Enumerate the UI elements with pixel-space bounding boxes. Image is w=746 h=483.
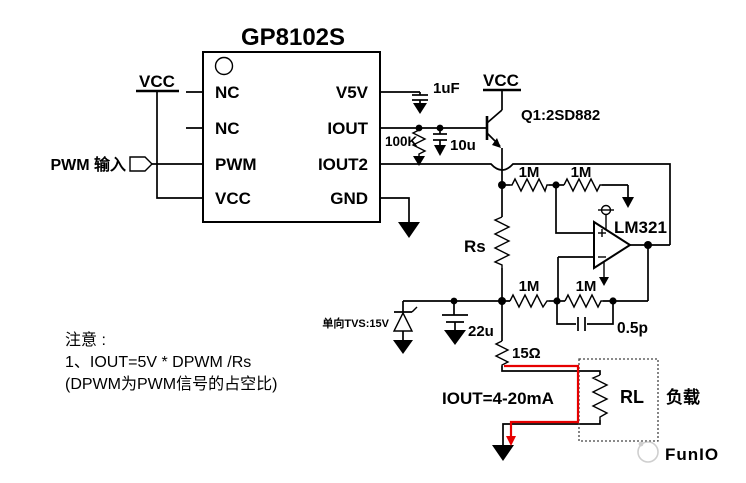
cap-22u-label: 22u (468, 323, 494, 340)
resistor-rl (591, 374, 609, 420)
resistor-1m-label: 1M (519, 164, 540, 181)
opamp-lm321: LM321 (555, 185, 670, 301)
iout-current-path (504, 364, 580, 446)
resistor-1m (509, 293, 549, 309)
funio-logo-icon (637, 441, 659, 463)
pin-pwm: PWM (215, 155, 257, 174)
ground-icon (492, 445, 514, 461)
top-1m-divider: 1M 1M (498, 164, 634, 208)
bottom-1m-feedback: 1M 1M 0.5p (403, 245, 649, 337)
gnd-wire (380, 197, 410, 222)
pin-gnd: GND (330, 189, 368, 208)
resistor-1m-label: 1M (571, 164, 592, 181)
cap-1uf: 1uF (380, 80, 460, 114)
note-title: 注意 : (65, 330, 106, 349)
pin-nc1: NC (215, 83, 240, 102)
resistor-rs-label: Rs (464, 237, 486, 256)
pin-nc2: NC (215, 119, 240, 138)
vcc-left-rail: VCC (136, 72, 203, 199)
vcc-left-label: VCC (139, 72, 175, 91)
resistor-1m (563, 177, 602, 193)
pin-iout2: IOUT2 (318, 155, 368, 174)
ic-body (202, 51, 381, 223)
cap-05p-label: 0.5p (617, 320, 648, 337)
pwm-connector-icon (129, 156, 153, 172)
resistor-100k (411, 129, 427, 156)
load-label: 负载 (666, 387, 700, 407)
output-load: 15Ω RL 负载 (492, 301, 700, 461)
pin-v5v: V5V (336, 83, 369, 102)
notes-block: 注意 : 1、IOUT=5V * DPWM /Rs (DPWM为PWM信号的占空… (65, 330, 277, 393)
opamp-plus-wire (555, 185, 594, 234)
note-line2: (DPWM为PWM信号的占空比) (65, 375, 277, 393)
load-wire-top (501, 366, 601, 375)
transistor-q1: VCC Q1:2SD882 (483, 71, 600, 185)
note-line1: 1、IOUT=5V * DPWM /Rs (65, 354, 251, 371)
iout-red-arrow-icon (506, 436, 516, 446)
iout-network: 100K 10u (380, 124, 486, 166)
cap-10u-label: 10u (450, 137, 476, 154)
tvs-triangle (392, 311, 414, 332)
iout2-feedback-loop (380, 163, 671, 245)
watermark: FunIO (637, 441, 719, 464)
resistor-1m (510, 177, 549, 193)
ic-gp8102s: GP8102S NC NC PWM VCC V5V IOUT IOUT2 GND (186, 24, 381, 223)
ground-icon (444, 330, 466, 345)
iout-current-label: IOUT=4-20mA (442, 389, 554, 408)
pin-iout: IOUT (327, 119, 368, 138)
ground-icon (434, 145, 446, 156)
resistor-1m-label: 1M (576, 278, 597, 295)
pin1-indicator (214, 56, 234, 76)
resistor-rs-body (493, 216, 511, 268)
vcc-right-label: VCC (483, 71, 519, 90)
iout2-wire-with-hop (380, 163, 671, 245)
iout-red-wire (504, 364, 580, 437)
pin-vcc: VCC (215, 189, 251, 208)
q1-emitter-arrow (492, 138, 501, 148)
load-wire-bottom (502, 420, 601, 445)
rl-label: RL (620, 387, 644, 407)
opamp-label: LM321 (614, 218, 667, 237)
tvs-label: 单向TVS:15V (322, 316, 389, 330)
watermark-text: FunIO (665, 445, 719, 464)
opamp-triangle (593, 220, 632, 270)
pwm-input-label: PWM 输入 (50, 155, 126, 174)
gnd-pin-ground (380, 197, 420, 238)
resistor-1m-label: 1M (519, 278, 540, 295)
vminus-arrow-icon (599, 277, 609, 286)
resistor-15ohm-label: 15Ω (512, 345, 541, 362)
cap-22u: 22u (442, 297, 494, 345)
ground-arrow-icon (622, 197, 634, 208)
cap-1uf-label: 1uF (433, 80, 460, 97)
tvs-diode: 单向TVS:15V (322, 301, 418, 354)
vcc-left-wire (156, 91, 203, 199)
ground-icon (398, 222, 420, 238)
ground-icon (413, 156, 425, 166)
funio-logo-dot (638, 441, 644, 447)
pwm-input: PWM 输入 (50, 155, 203, 174)
resistor-1m (564, 293, 603, 309)
ground-icon (393, 340, 413, 354)
resistor-100k-label: 100K (385, 134, 418, 149)
resistor-15ohm (494, 340, 510, 366)
ic-title: GP8102S (241, 24, 345, 51)
q1-label: Q1:2SD882 (521, 107, 600, 124)
resistor-rs: Rs (464, 185, 511, 301)
ground-icon (413, 103, 427, 114)
